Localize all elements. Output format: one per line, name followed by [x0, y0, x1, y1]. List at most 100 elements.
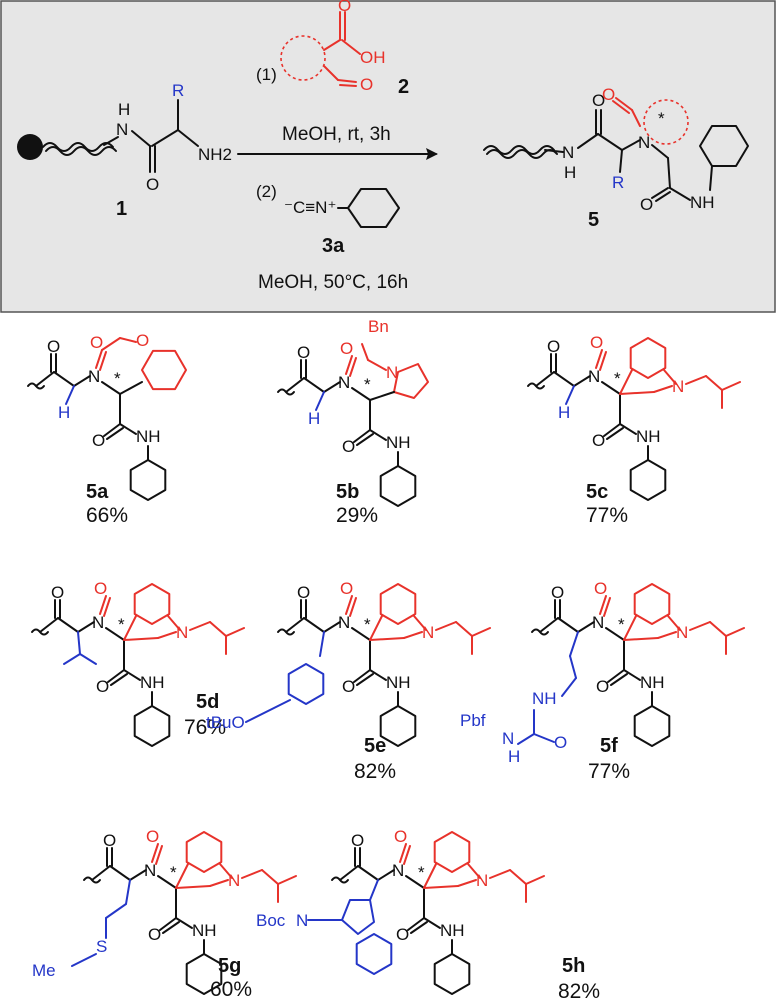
stereo-mark: * [364, 615, 371, 634]
amide-nh: NH [192, 921, 217, 940]
ring-n: N [392, 861, 404, 880]
amide-nh: NH [640, 673, 665, 692]
stereo-mark: * [170, 863, 177, 882]
reagent-2: (1) O OH O 2 [256, 0, 409, 98]
ring-o: O [394, 827, 407, 846]
step1-label: (1) [256, 65, 277, 84]
amide2-o: O [92, 431, 105, 450]
ring-o: O [590, 333, 603, 352]
p5-n1: N [562, 143, 574, 162]
indole-n: N [676, 623, 688, 642]
yield-5e: 82% [354, 760, 396, 783]
boc-label: Boc [256, 911, 286, 930]
amide-nh: NH [140, 673, 165, 692]
alpha-h: H [308, 409, 320, 428]
ring-o: O [146, 827, 159, 846]
pbf-label: Pbf [460, 711, 486, 730]
guan-o: O [554, 733, 567, 752]
yield-5g: 60% [210, 978, 252, 1001]
amide-o: O [297, 343, 310, 362]
amide-o: O [351, 831, 364, 850]
amide2-o: O [96, 677, 109, 696]
ring-n: N [88, 367, 100, 386]
stereo-mark: * [114, 369, 121, 388]
ring-n: N [92, 613, 104, 632]
indole-n: N [228, 871, 240, 890]
amide-o: O [547, 337, 560, 356]
p5-o3: O [640, 195, 653, 214]
ring-o: O [340, 339, 353, 358]
indole-n-boc: N [296, 911, 308, 930]
amide-nh: NH [136, 427, 161, 446]
carbonyl-o: O [146, 175, 159, 194]
compound-label-5g: 5g [218, 955, 241, 977]
yield-5h: 82% [558, 980, 600, 1003]
solid-support-bead [17, 134, 43, 160]
amide-h: H [118, 100, 130, 119]
reagent-3a: (2) ⁻C≡N⁺ 3a MeOH, 50°C, 16h [256, 182, 408, 293]
compound-label-3a: 3a [322, 235, 345, 257]
amide2-o: O [342, 677, 355, 696]
stereo-mark: * [618, 615, 625, 634]
ring-o: O [340, 579, 353, 598]
yield-5d: 76% [184, 716, 226, 739]
compound-label-5h: 5h [562, 955, 585, 977]
r-group: R [172, 81, 184, 100]
amide2-o: O [148, 925, 161, 944]
bn-label: Bn [368, 317, 389, 336]
ring-n: N [338, 373, 350, 392]
guan-nh1: NH [532, 689, 557, 708]
compound-label-1: 1 [116, 198, 127, 220]
ring-o: O [94, 579, 107, 598]
amide2-o: O [592, 431, 605, 450]
scheme-panel [0, 0, 776, 313]
arrow-head [426, 148, 438, 160]
stereo-mark: * [614, 369, 621, 388]
alpha-h: H [58, 403, 70, 422]
indole-n: N [422, 623, 434, 642]
compound-label-5f: 5f [600, 735, 618, 757]
isocyanide-group: ⁻C≡N⁺ [284, 198, 336, 217]
amine-nh2: NH2 [198, 145, 232, 164]
acid-o: O [338, 0, 351, 15]
amide2-o: O [596, 677, 609, 696]
amide-nh: NH [440, 921, 465, 940]
ring-o: O [90, 333, 103, 352]
pyrrole-n: N [386, 363, 398, 382]
indole-n: N [176, 623, 188, 642]
guan-n: N [502, 729, 514, 748]
aldehyde-o: O [360, 75, 373, 94]
compound-label-5: 5 [588, 209, 599, 231]
step2-conditions: MeOH, 50°C, 16h [258, 272, 408, 293]
amide-o: O [47, 337, 60, 356]
stereo-mark: * [418, 863, 425, 882]
indole-n: N [672, 377, 684, 396]
tbuo-label: tBuO [206, 713, 245, 732]
compound-label-5c: 5c [586, 481, 608, 503]
mes-label: Me [32, 961, 56, 980]
alpha-h: H [558, 403, 570, 422]
amide2-o: O [396, 925, 409, 944]
yield-5a: 66% [86, 504, 128, 527]
starting-material-1: N H O R NH2 1 [17, 81, 232, 220]
p5-h1: H [564, 163, 576, 182]
compound-label-5e: 5e [364, 735, 386, 757]
p5-nh: NH [690, 193, 715, 212]
stereo-mark: * [118, 615, 125, 634]
ring-n: N [588, 367, 600, 386]
ring-n: N [338, 613, 350, 632]
guan-h: H [508, 747, 520, 766]
acid-oh: OH [360, 48, 386, 67]
compound-label-2: 2 [398, 76, 409, 98]
amide-o: O [297, 583, 310, 602]
compound-label-5b: 5b [336, 481, 359, 503]
yield-5b: 29% [336, 504, 378, 527]
compound-label-5d: 5d [196, 691, 219, 713]
